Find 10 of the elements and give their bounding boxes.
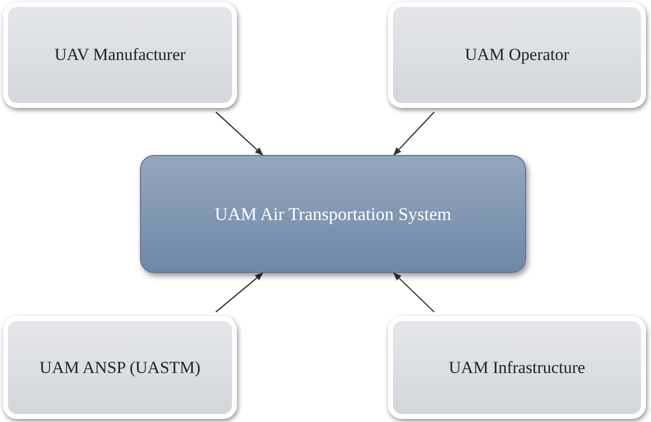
system-box — [140, 155, 526, 273]
arrow — [215, 272, 264, 312]
arrow — [393, 112, 435, 156]
arrow — [215, 112, 264, 156]
box-label: UAM Operator — [464, 45, 570, 65]
box-label: UAV Manufacturer — [53, 45, 187, 65]
box-label: UAM ANSP (UASTM) — [38, 358, 202, 378]
box-label: UAM Infrastructure — [448, 358, 586, 378]
box-label: UAM Air Transportation System — [214, 204, 452, 224]
arrow — [393, 272, 435, 312]
